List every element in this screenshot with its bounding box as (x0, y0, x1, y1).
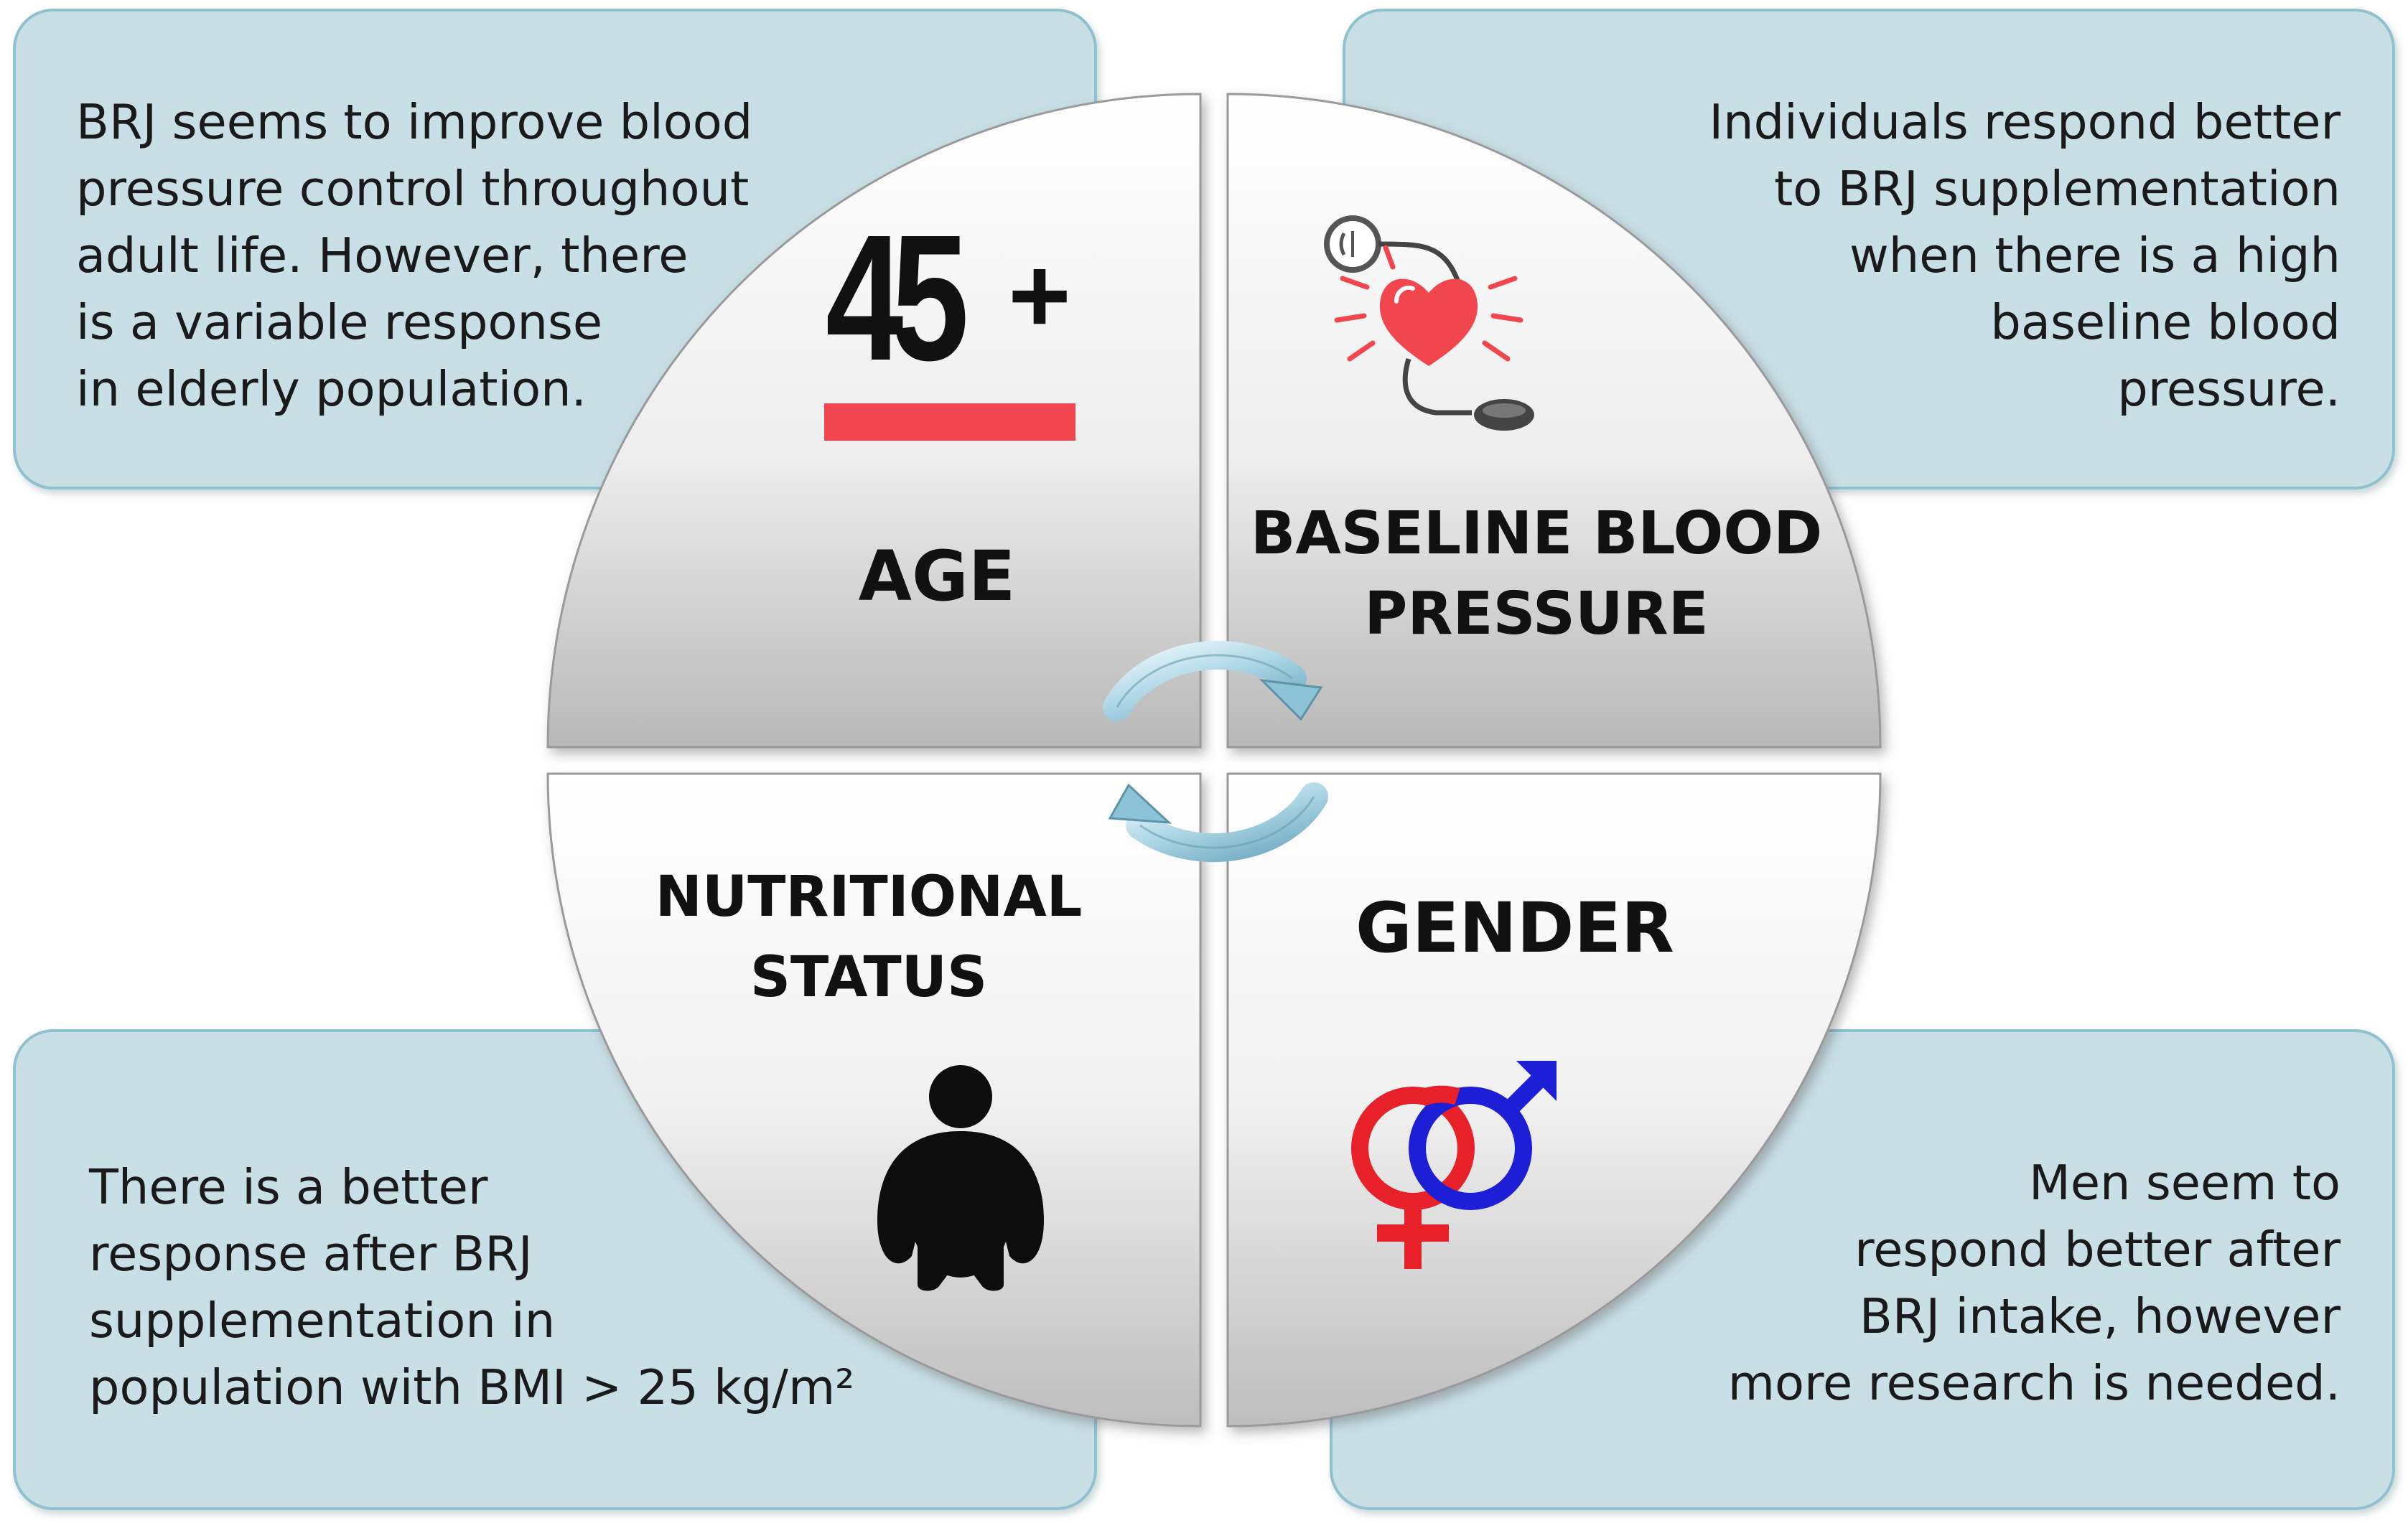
text-line: adult life. However, there (76, 228, 689, 283)
bottom-left-box-text: There is a better response after BRJ sup… (89, 1154, 854, 1421)
top-right-box-text: Individuals respond better to BRJ supple… (1709, 89, 2341, 423)
baseline-blood-pressure-label: BASELINE BLOOD PRESSURE (1249, 494, 1824, 655)
text-line: when there is a high (1849, 228, 2341, 283)
label-line: PRESSURE (1364, 580, 1709, 648)
obese-person-icon (877, 1065, 1044, 1291)
text-line: population with BMI > 25 kg/m² (89, 1359, 855, 1415)
age-label: AGE (858, 536, 1016, 617)
text-line: response after BRJ (89, 1226, 533, 1282)
text-line: respond better after (1854, 1222, 2341, 1278)
gender-symbols-icon (1351, 1061, 1557, 1269)
text-line: more research is needed. (1727, 1355, 2341, 1411)
text-line: pressure control throughout (76, 161, 750, 217)
label-line: BASELINE BLOOD (1250, 500, 1823, 568)
label-line: STATUS (750, 945, 988, 1010)
top-left-box-text: BRJ seems to improve blood pressure cont… (76, 89, 752, 423)
gender-label: GENDER (1355, 888, 1674, 968)
text-line: supplementation in (89, 1293, 556, 1349)
text-line: BRJ intake, however (1859, 1288, 2341, 1344)
age-plus-sign: + (1008, 235, 1071, 355)
text-line: baseline blood (1990, 294, 2341, 350)
text-line: pressure. (2117, 361, 2341, 417)
gender-quadrant (1226, 772, 1882, 1428)
text-line: to BRJ supplementation (1773, 161, 2341, 217)
nutritional-status-quadrant (546, 772, 1202, 1428)
text-line: There is a better (89, 1159, 488, 1215)
text-line: Men seem to (2029, 1155, 2341, 1211)
age-number: 45 (826, 197, 969, 398)
label-line: NUTRITIONAL (655, 865, 1083, 929)
text-line: in elderly population. (76, 361, 587, 417)
bottom-right-box-text: Men seem to respond better after BRJ int… (1728, 1150, 2341, 1417)
nutritional-status-label: NUTRITIONAL STATUS (632, 857, 1106, 1018)
text-line: is a variable response (76, 294, 603, 350)
text-line: BRJ seems to improve blood (76, 94, 753, 150)
heart-blood-pressure-icon (1324, 215, 1534, 431)
age-bar (824, 403, 1075, 441)
text-line: Individuals respond better (1709, 94, 2341, 150)
cycle-arrows-icon (1103, 640, 1328, 863)
